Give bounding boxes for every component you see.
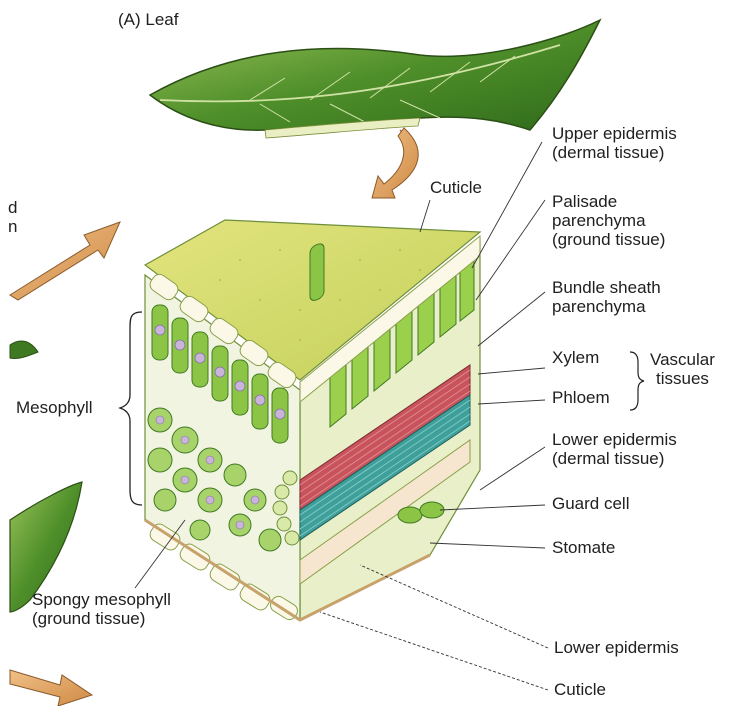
bundle-sheath-line-1: Bundle sheath xyxy=(552,278,661,297)
leaf-cross-section-block xyxy=(145,220,480,622)
label-spongy-mesophyll: Spongy mesophyll (ground tissue) xyxy=(32,590,171,628)
vascular-brace xyxy=(630,352,644,410)
upper-epidermis-line-2: (dermal tissue) xyxy=(552,143,677,162)
leaf-drawing xyxy=(150,20,600,138)
label-bundle-sheath: Bundle sheath parenchyma xyxy=(552,278,661,316)
cropped-label-fragment: d n xyxy=(8,198,17,236)
upper-epidermis-line-1: Upper epidermis xyxy=(552,124,677,143)
label-stomate: Stomate xyxy=(552,538,615,557)
spongy-line-1: Spongy mesophyll xyxy=(32,590,171,609)
label-palisade-parenchyma: Palisade parenchyma (ground tissue) xyxy=(552,192,665,249)
spongy-line-2: (ground tissue) xyxy=(32,609,171,628)
lower-epidermis-line-2: (dermal tissue) xyxy=(552,449,677,468)
bundle-sheath-line-2: parenchyma xyxy=(552,297,661,316)
label-xylem: Xylem xyxy=(552,348,599,367)
label-vascular-tissues: Vascular tissues xyxy=(650,350,715,388)
label-cuticle-bottom: Cuticle xyxy=(554,680,606,699)
cropped-line-2: n xyxy=(8,217,17,236)
label-lower-epidermis-bottom: Lower epidermis xyxy=(554,638,679,657)
cropped-line-1: d xyxy=(8,198,17,217)
label-upper-epidermis: Upper epidermis (dermal tissue) xyxy=(552,124,677,162)
vascular-line-2: tissues xyxy=(650,369,715,388)
palisade-line-2: parenchyma xyxy=(552,211,665,230)
mesophyll-bracket xyxy=(120,312,142,505)
label-mesophyll: Mesophyll xyxy=(16,398,93,417)
left-arrows xyxy=(10,222,120,706)
palisade-line-1: Palisade xyxy=(552,192,665,211)
zoom-arrow xyxy=(372,128,418,198)
label-cuticle-top: Cuticle xyxy=(430,178,482,197)
label-lower-epidermis-dermal: Lower epidermis (dermal tissue) xyxy=(552,430,677,468)
label-guard-cell: Guard cell xyxy=(552,494,629,513)
panel-title: (A) Leaf xyxy=(118,10,178,29)
vascular-line-1: Vascular xyxy=(650,350,715,369)
label-phloem: Phloem xyxy=(552,388,610,407)
palisade-line-3: (ground tissue) xyxy=(552,230,665,249)
lower-epidermis-line-1: Lower epidermis xyxy=(552,430,677,449)
